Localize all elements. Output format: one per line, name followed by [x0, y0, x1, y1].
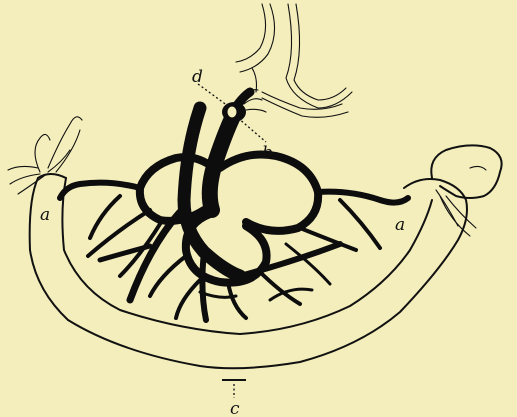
- right-tuft: [431, 145, 501, 236]
- left-tuft: [8, 117, 82, 194]
- black-vessel-network: [60, 92, 408, 318]
- label-b: b: [262, 143, 273, 163]
- label-c: c: [230, 399, 240, 417]
- label-d: d: [192, 67, 203, 87]
- upper-branching-vessels: [236, 4, 352, 117]
- label-a-right: a: [395, 215, 405, 235]
- label-a-left: a: [40, 205, 50, 225]
